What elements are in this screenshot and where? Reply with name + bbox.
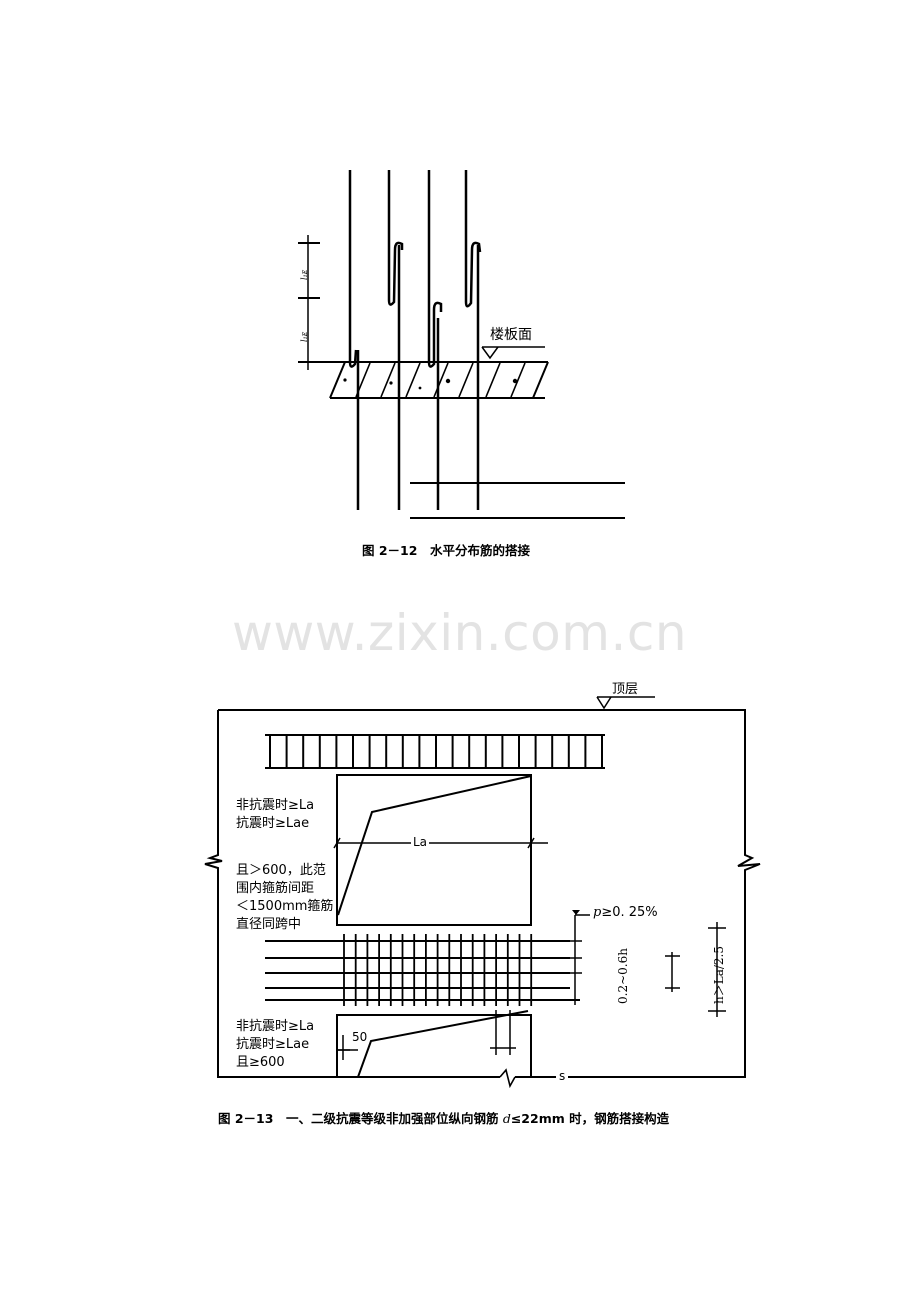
h-condition-label: h＞La/2.5 xyxy=(712,946,726,1004)
middle-note-line2: 围内箍筋间距 xyxy=(236,881,315,896)
middle-note-line3: ＜1500mm箍筋 xyxy=(236,899,334,914)
dimension-50: 50 xyxy=(352,1030,368,1044)
caption-prefix: 图 2－13 一、二级抗震等级非加强部位纵向钢筋 xyxy=(218,1111,503,1126)
middle-note-line4: 直径同跨中 xyxy=(236,917,302,932)
height-range-label: 0.2~0.6h xyxy=(616,948,630,1004)
lower-lap-note-line2: 抗震时≥Lae xyxy=(236,1037,310,1052)
figure-2-12-caption: 图 2－12 水平分布筋的搭接 xyxy=(362,543,530,558)
upper-lap-note-line1: 非抗震时≥La xyxy=(236,798,315,813)
middle-beam-stirrups xyxy=(343,934,533,1006)
lower-lap-note-line1: 非抗震时≥La xyxy=(236,1019,315,1034)
reinforcement-ratio-label: p≥0. 25% xyxy=(593,905,658,920)
dimension-s: s xyxy=(556,1069,569,1083)
dimension-la: La xyxy=(411,835,430,849)
middle-note-line1: 且＞600，此范 xyxy=(236,863,326,878)
upper-lap-note-line2: 抗震时≥Lae xyxy=(236,816,310,831)
caption-suffix: ≤22mm 时，钢筋搭接构造 xyxy=(510,1111,670,1126)
watermark: www.zixin.com.cn xyxy=(232,604,688,662)
top-floor-label: 顶层 xyxy=(612,682,639,697)
caption-variable: d xyxy=(502,1111,511,1126)
figure-2-13-caption: 图 2－13 一、二级抗震等级非加强部位纵向钢筋 d≤22mm 时，钢筋搭接构造 xyxy=(218,1108,669,1127)
top-beam-stirrups xyxy=(269,735,603,768)
lower-lap-note-line3: 且≥600 xyxy=(236,1055,285,1070)
rho-value: ≥0. 25% xyxy=(601,905,658,920)
rho-symbol: p xyxy=(593,905,602,920)
floor-surface-label: 楼板面 xyxy=(490,327,532,343)
